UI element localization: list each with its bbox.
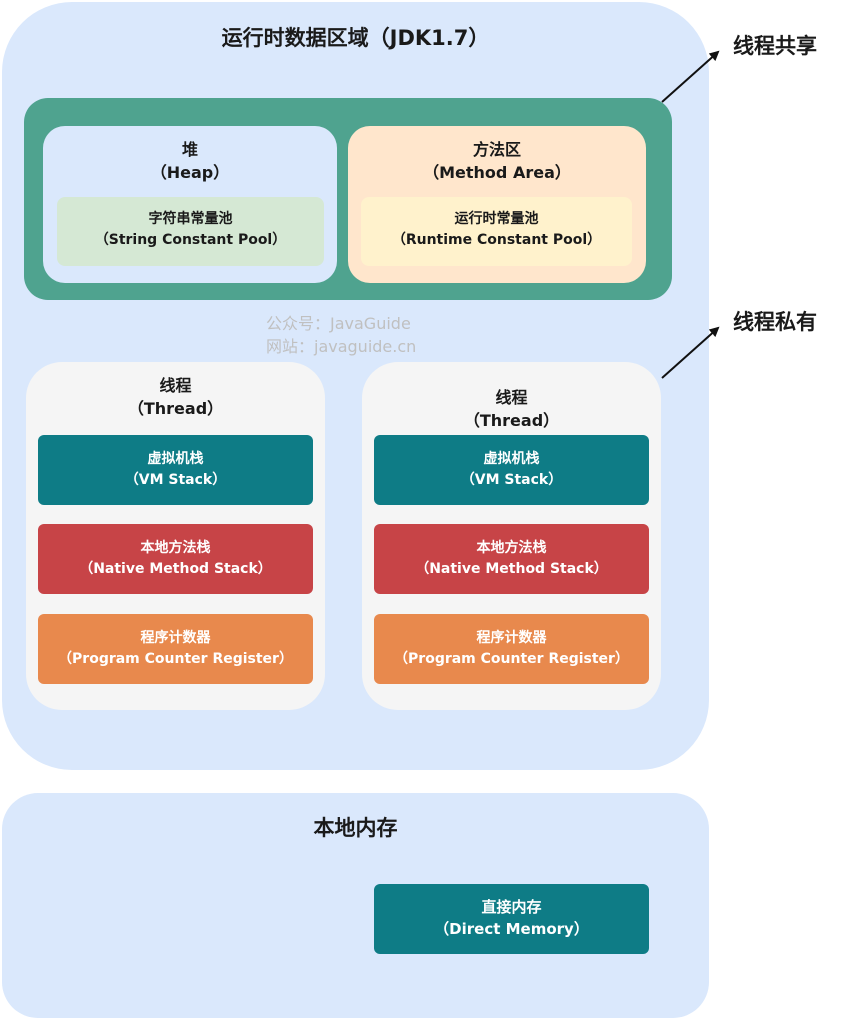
private-arrow	[661, 326, 720, 379]
thread-1-title: 线程 （Thread）	[26, 374, 325, 420]
thread-1-vm-stack: 虚拟机栈 （VM Stack）	[38, 435, 313, 505]
native-stack-en: （Native Method Stack）	[415, 561, 608, 577]
native-stack-en: （Native Method Stack）	[79, 561, 272, 577]
program-counter-en: （Program Counter Register）	[58, 651, 293, 667]
thread-2-title: 线程 （Thread）	[362, 386, 661, 432]
direct-memory-box: 直接内存 （Direct Memory）	[374, 884, 649, 954]
string-constant-pool: 字符串常量池 （String Constant Pool）	[57, 197, 324, 266]
program-counter-en: （Program Counter Register）	[394, 651, 629, 667]
method-area-title-zh: 方法区	[472, 140, 521, 159]
heap-box: 堆 （Heap） 字符串常量池 （String Constant Pool）	[43, 126, 337, 283]
heap-title-en: （Heap）	[150, 163, 230, 182]
thread-2-title-en: （Thread）	[463, 411, 560, 430]
thread-1-native-method-stack: 本地方法栈 （Native Method Stack）	[38, 524, 313, 594]
thread-2-native-method-stack: 本地方法栈 （Native Method Stack）	[374, 524, 649, 594]
thread-box-2: 线程 （Thread） 虚拟机栈 （VM Stack） 本地方法栈 （Nativ…	[362, 362, 661, 710]
thread-2-vm-stack: 虚拟机栈 （VM Stack）	[374, 435, 649, 505]
program-counter-zh: 程序计数器	[476, 630, 547, 646]
runtime-data-area-title: 运行时数据区域（JDK1.7）	[221, 26, 490, 50]
heap-title: 堆 （Heap）	[43, 138, 337, 184]
runtime-constant-pool: 运行时常量池 （Runtime Constant Pool）	[361, 197, 632, 266]
heap-title-zh: 堆	[181, 140, 198, 159]
thread-2-program-counter: 程序计数器 （Program Counter Register）	[374, 614, 649, 684]
watermark-line1: 公众号：JavaGuide	[266, 314, 411, 333]
native-memory-title: 本地内存	[313, 816, 398, 840]
watermark-line2: 网站：javaguide.cn	[266, 337, 417, 356]
thread-1-title-en: （Thread）	[127, 399, 224, 418]
string-pool-en: （String Constant Pool）	[94, 232, 287, 248]
vm-stack-en: （VM Stack）	[460, 472, 563, 488]
native-stack-zh: 本地方法栈	[476, 540, 547, 556]
shared-arrow	[661, 50, 720, 103]
program-counter-zh: 程序计数器	[140, 630, 211, 646]
direct-memory-zh: 直接内存	[481, 898, 542, 916]
runtime-pool-zh: 运行时常量池	[454, 211, 539, 227]
vm-stack-en: （VM Stack）	[124, 472, 227, 488]
thread-shared-label: 线程共享	[733, 34, 817, 58]
thread-1-program-counter: 程序计数器 （Program Counter Register）	[38, 614, 313, 684]
runtime-pool-en: （Runtime Constant Pool）	[391, 232, 602, 248]
vm-stack-zh: 虚拟机栈	[483, 451, 540, 467]
method-area-title-en: （Method Area）	[423, 163, 571, 182]
watermark: 公众号：JavaGuide 网站：javaguide.cn	[266, 312, 416, 358]
direct-memory-en: （Direct Memory）	[434, 920, 589, 938]
string-pool-zh: 字符串常量池	[148, 211, 233, 227]
vm-stack-zh: 虚拟机栈	[147, 451, 204, 467]
thread-1-title-zh: 线程	[159, 376, 192, 395]
thread-private-label: 线程私有	[733, 310, 817, 334]
method-area-box: 方法区 （Method Area） 运行时常量池 （Runtime Consta…	[348, 126, 646, 283]
method-area-title: 方法区 （Method Area）	[348, 138, 646, 184]
thread-2-title-zh: 线程	[495, 388, 528, 407]
thread-box-1: 线程 （Thread） 虚拟机栈 （VM Stack） 本地方法栈 （Nativ…	[26, 362, 325, 710]
native-stack-zh: 本地方法栈	[140, 540, 211, 556]
